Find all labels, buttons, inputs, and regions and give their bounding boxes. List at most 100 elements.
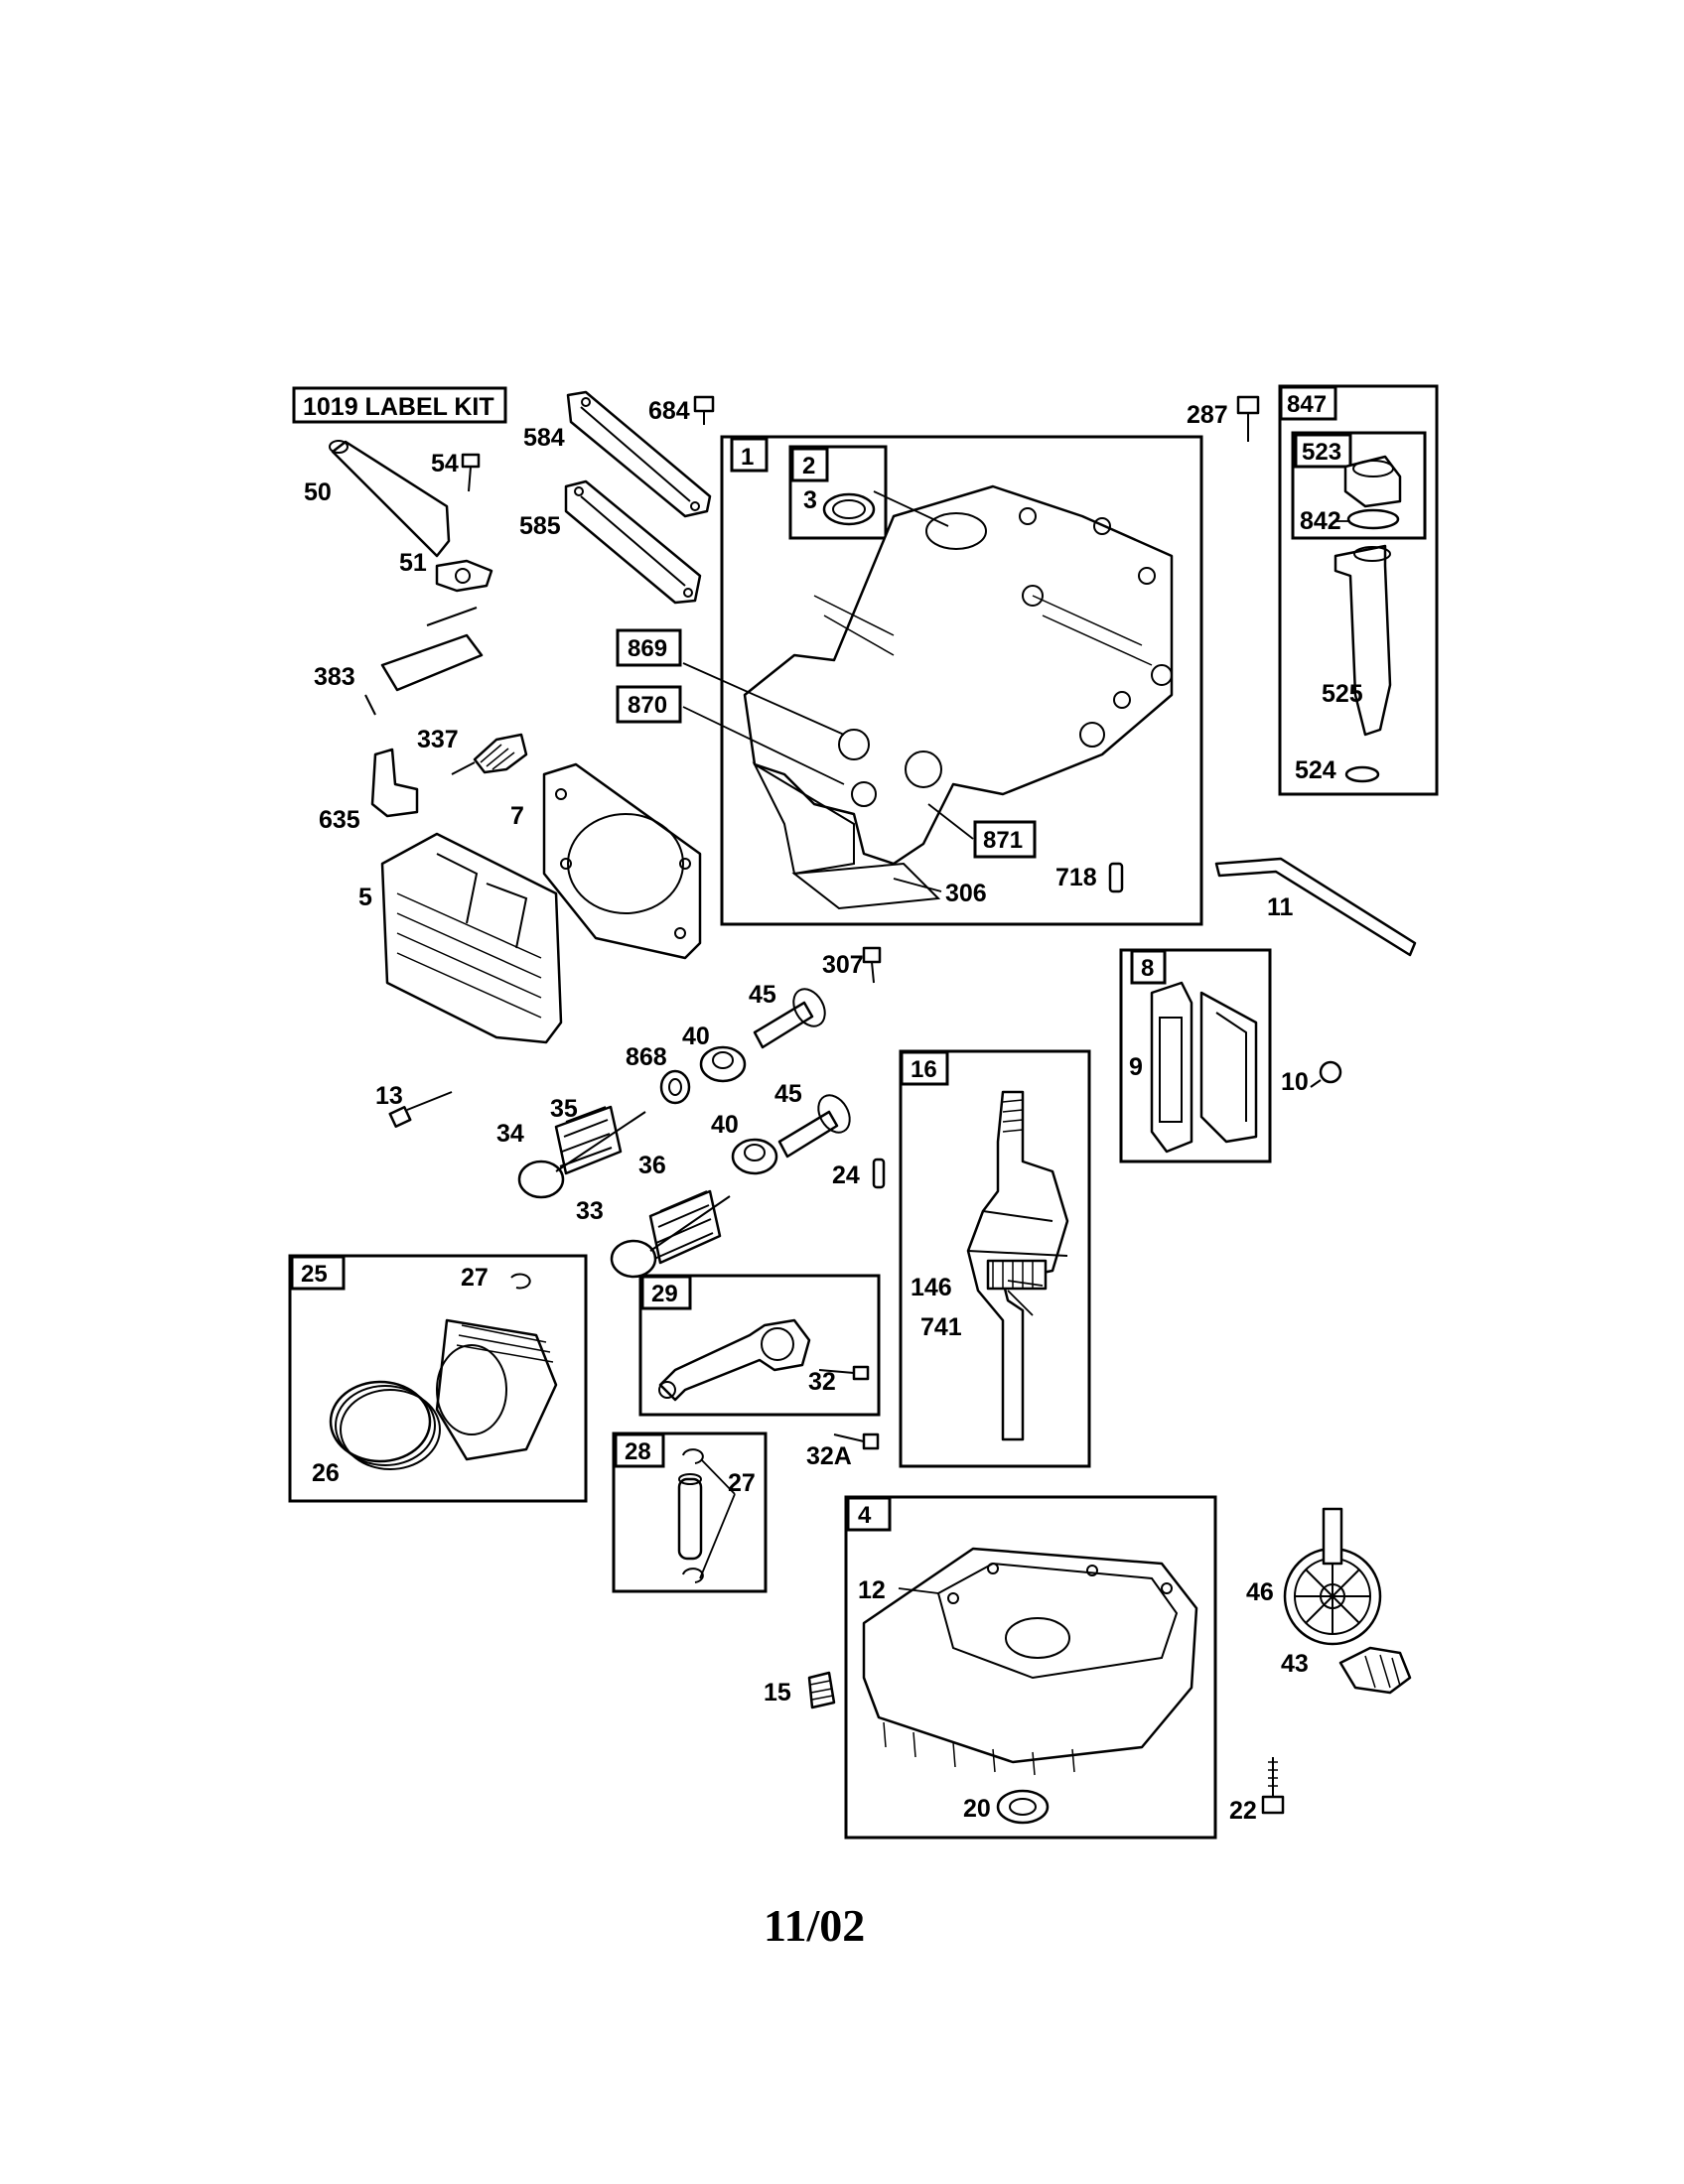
part-13-bolt [388,1091,453,1128]
callout-10: 10 [1281,1068,1309,1096]
callout-54: 54 [431,450,459,478]
callout-7: 7 [510,802,524,830]
box-label-28: 28 [625,1438,651,1465]
part-523-cap [1343,455,1402,508]
box-label-8: 8 [1141,955,1154,982]
box-frame-870: 870 [616,685,682,724]
callout-45-upper: 45 [749,981,776,1009]
part-842-oring [1346,508,1400,530]
part-15-plug [807,1671,836,1709]
callout-27-wrist-pin: 27 [728,1469,756,1497]
part-26-rings [329,1380,441,1470]
box-label-2: 2 [802,453,815,479]
leader-lines [682,490,1350,1594]
part-383-breather [364,607,484,716]
part-9-gasket [1150,981,1193,1154]
box-frame-869: 869 [616,628,682,667]
callout-718: 718 [1055,864,1097,891]
part-525-tube [1333,544,1392,737]
box-frame-2: 2 [788,445,888,540]
part-45-pin-lower [777,1094,851,1159]
callout-635: 635 [319,806,360,834]
label-kit-box: 1019 LABEL KIT [292,386,507,424]
box-frame-847: 847 [1278,384,1439,796]
part-3-seal [822,492,876,526]
footer-date: 11/02 [764,1900,865,1951]
box-frame-25: 25 [288,1254,588,1503]
part-20-seal [996,1789,1050,1825]
part-5-cylinder-head [380,832,563,1044]
box-label-4: 4 [858,1502,872,1529]
part-32-bolt [818,1365,870,1381]
part-46-cam-gear [1283,1507,1382,1646]
callout-12: 12 [858,1576,886,1604]
box-label-16: 16 [911,1056,937,1083]
box-frame-871: 871 [973,820,1037,859]
label-kit-text: 1019 LABEL KIT [303,393,494,421]
callout-46: 46 [1246,1578,1274,1606]
box-label-29: 29 [651,1281,678,1307]
callout-585: 585 [519,512,561,540]
callout-3: 3 [803,486,817,514]
callout-9: 9 [1129,1053,1143,1081]
callout-32a: 32A [806,1442,852,1470]
part-43-governor [1338,1646,1412,1695]
callout-146: 146 [911,1274,952,1301]
part-8-breather-cover [1199,991,1258,1144]
callout-11: 11 [1267,893,1294,921]
part-51-gasket [435,559,493,593]
part-32a-bolt [833,1433,880,1450]
callout-40-lower: 40 [711,1111,739,1139]
callout-383: 383 [314,663,355,691]
callout-labels: 684 584 585 54 50 51 383 337 635 7 5 13 … [304,397,1363,1825]
callout-584: 584 [523,424,565,452]
box-label-1: 1 [741,444,754,471]
box-label-847: 847 [1287,391,1327,418]
box-label-523: 523 [1302,439,1341,466]
box-frame-8: 8 [1119,948,1272,1163]
part-29-connecting-rod [658,1318,811,1402]
box-frame-28: 28 [612,1432,768,1593]
part-22-bolt [1261,1757,1285,1815]
part-635-boot [370,748,419,818]
callout-43: 43 [1281,1650,1309,1678]
part-34-valve [517,1111,646,1199]
callout-24: 24 [832,1161,860,1189]
part-45-pin-upper [753,988,826,1049]
callout-5: 5 [358,884,372,911]
callout-15: 15 [764,1679,791,1706]
part-337-spark-plug [451,733,528,775]
box-label-871: 871 [983,827,1023,854]
part-524-oring [1344,765,1380,783]
callout-524: 524 [1295,756,1336,784]
callout-306: 306 [945,880,987,907]
part-10-screw [1310,1060,1342,1088]
callout-525: 525 [1322,680,1363,708]
part-287-screw [1236,395,1260,442]
part-35-valve-spring [554,1105,623,1175]
box-frame-523: 523 [1291,431,1427,540]
part-718-pin [1108,862,1124,893]
box-frame-16: 16 [899,1049,1091,1468]
callout-33: 33 [576,1197,604,1225]
box-label-869: 869 [628,635,667,662]
callout-741: 741 [920,1313,962,1341]
part-585-gasket [564,479,702,605]
callout-20: 20 [963,1795,991,1823]
part-584-gasket [566,390,712,518]
box-frame-4: 4 [844,1495,1217,1840]
part-40-tappet-lower [731,1138,778,1175]
part-40-tappet-upper [699,1045,747,1083]
callout-13: 13 [375,1082,403,1110]
part-25-piston [435,1318,558,1461]
part-4-oil-sump [862,1547,1198,1776]
callout-684: 684 [648,397,690,425]
box-frame-29: 29 [638,1274,881,1417]
callout-35: 35 [550,1095,578,1123]
part-28-wrist-pin [677,1473,703,1561]
part-24-pin [872,1158,886,1189]
part-1-crankcase [743,484,1174,910]
callout-868: 868 [626,1043,667,1071]
part-27-clip-a [510,1273,531,1290]
